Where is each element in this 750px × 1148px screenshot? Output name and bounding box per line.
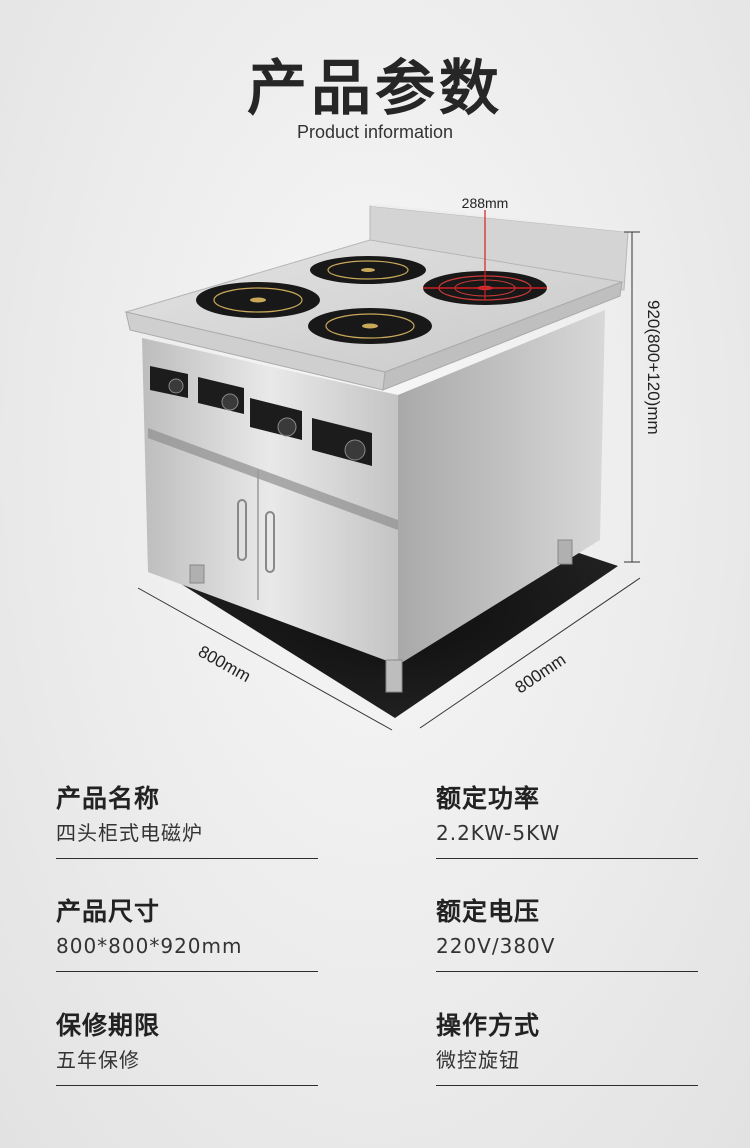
spec-label: 保修期限 [56, 1011, 161, 1040]
spec-rated-power: 额定功率 2.2KW-5KW [436, 782, 698, 859]
spec-value: 五年保修 [56, 1048, 140, 1072]
spec-label: 产品名称 [56, 784, 161, 813]
spec-product-size: 产品尺寸 800*800*920mm [56, 895, 318, 972]
control-panel-4 [312, 418, 372, 466]
depth-dimension-label: 800mm [512, 650, 570, 697]
spec-divider [436, 858, 698, 859]
cabinet-front [142, 338, 398, 665]
spec-value: 四头柜式电磁炉 [56, 821, 203, 845]
burner-back-right [310, 256, 426, 284]
spec-label: 额定电压 [436, 897, 541, 926]
spec-label: 产品尺寸 [56, 897, 161, 926]
spec-label: 额定功率 [436, 784, 541, 813]
spec-divider [56, 1085, 318, 1086]
spec-rated-voltage: 额定电压 220V/380V [436, 895, 698, 972]
control-panel-1 [150, 366, 188, 398]
width-dimension-label: 800mm [195, 642, 254, 686]
spec-value: 微控旋钮 [436, 1048, 520, 1072]
spec-divider [56, 971, 318, 972]
spec-label: 操作方式 [436, 1011, 541, 1040]
cabinet-side [398, 310, 605, 665]
control-panel-2 [198, 377, 244, 414]
door-handle-right [265, 511, 275, 573]
product-illustration: 288mm 920(800+120)mm 800mm 800mm [124, 195, 663, 731]
spec-value: 800*800*920mm [56, 934, 243, 958]
height-dimension-label: 920(800+120)mm [644, 300, 663, 435]
spec-value: 2.2KW-5KW [436, 821, 561, 845]
spec-divider [436, 1085, 698, 1086]
spec-value: 220V/380V [436, 934, 556, 958]
spec-product-name: 产品名称 四头柜式电磁炉 [56, 782, 318, 859]
control-panel-3 [250, 398, 302, 440]
spec-divider [56, 858, 318, 859]
spec-warranty: 保修期限 五年保修 [56, 1009, 318, 1086]
door-handle-left [237, 499, 247, 561]
burner-diameter-label: 288mm [462, 195, 509, 211]
page-title: 产品参数 [247, 54, 503, 124]
burner-front-left [308, 308, 432, 344]
burner-back-left [196, 282, 320, 318]
page-subtitle: Product information [296, 122, 454, 142]
spec-divider [436, 971, 698, 972]
spec-operation-mode: 操作方式 微控旋钮 [436, 1009, 698, 1086]
